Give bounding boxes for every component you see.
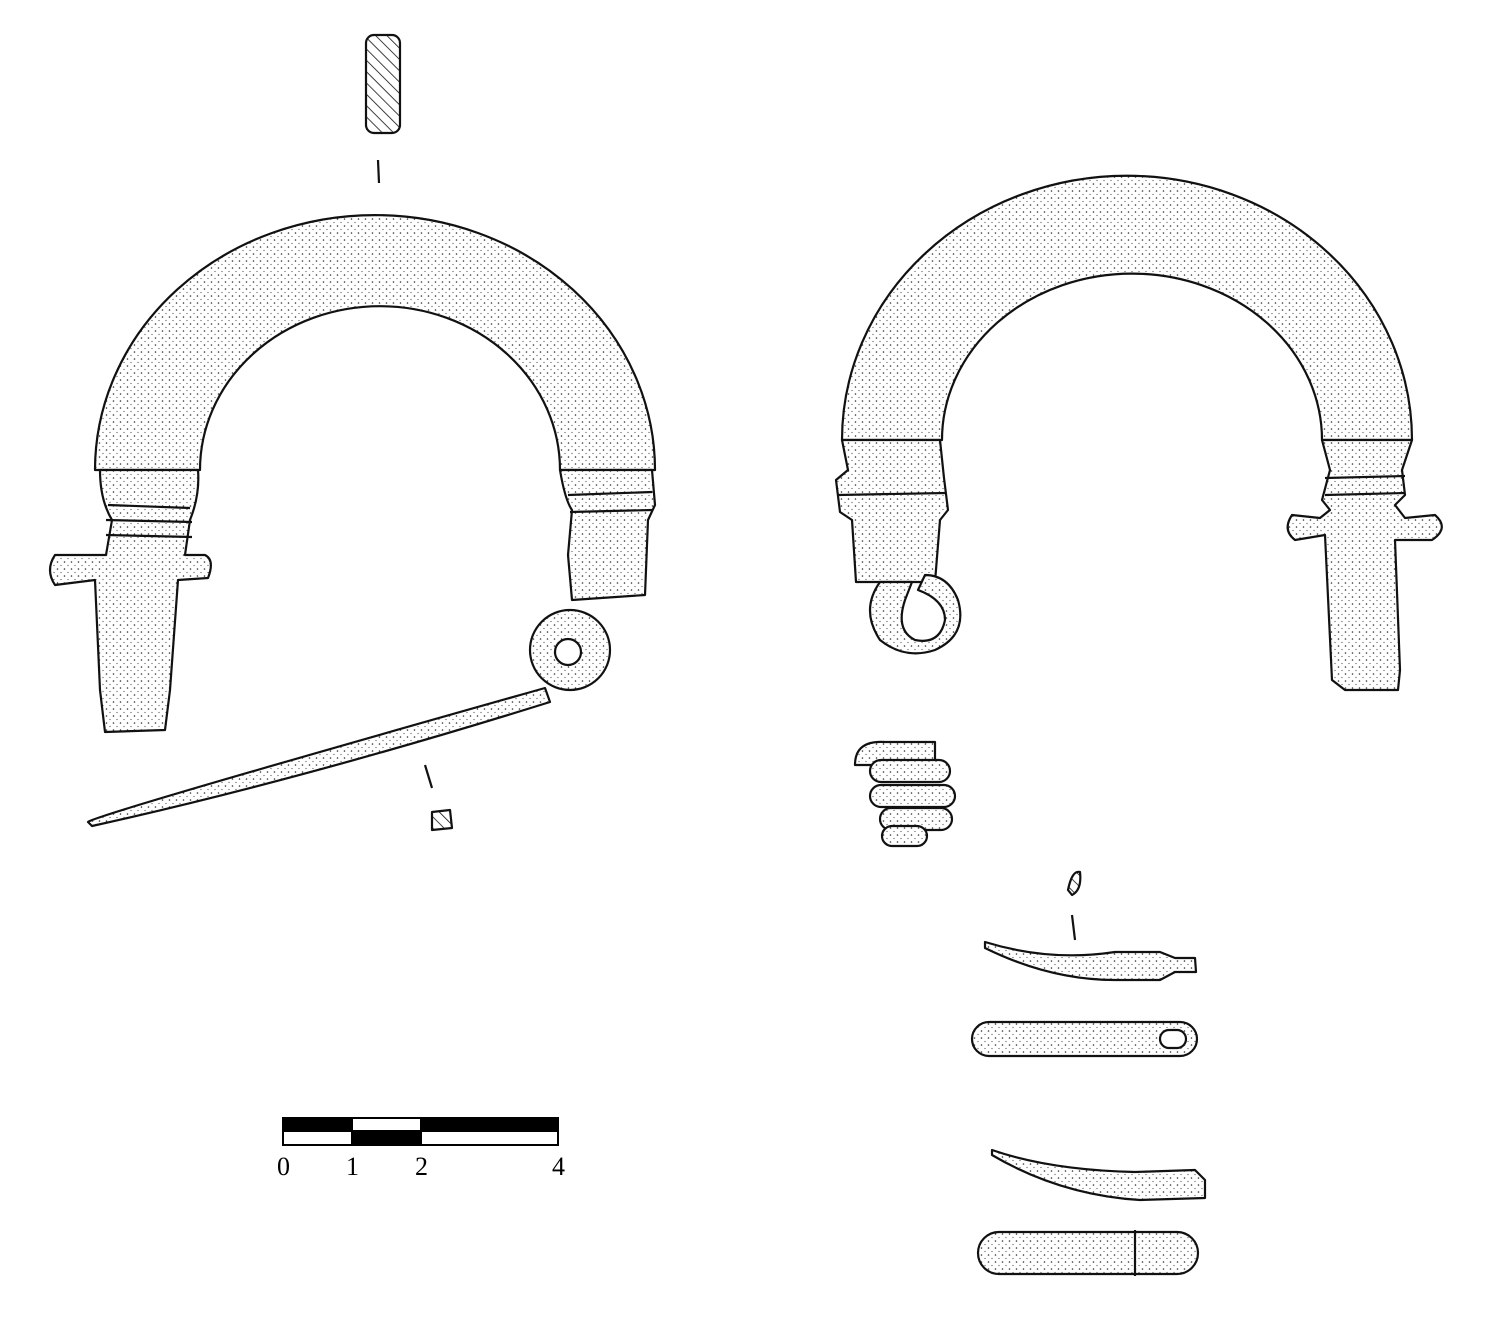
pin-fragment-top xyxy=(970,1020,1199,1058)
left-brooch xyxy=(48,33,657,832)
pin-fragment-side-2 xyxy=(990,1148,1207,1202)
brooch-hoop xyxy=(840,174,1414,442)
section-marker xyxy=(376,159,381,184)
right-brooch xyxy=(834,174,1443,1276)
pin-cross-section xyxy=(430,808,454,832)
hook-terminal xyxy=(869,573,962,655)
pin-fragment-cross-section xyxy=(1066,870,1082,897)
scale-label: 1 xyxy=(346,1152,359,1181)
scale-label: 2 xyxy=(415,1152,428,1181)
spring-coil xyxy=(853,740,957,848)
cross-section-hatched xyxy=(364,33,402,135)
section-marker xyxy=(423,764,434,789)
section-marker xyxy=(1070,914,1077,941)
brooch-hoop xyxy=(93,213,657,472)
scale-label: 0 xyxy=(277,1152,290,1181)
scale-bar xyxy=(282,1117,559,1146)
right-terminal xyxy=(1286,438,1443,692)
pin-fragment-side xyxy=(983,940,1198,982)
left-terminal xyxy=(834,438,950,584)
pin xyxy=(86,686,552,828)
right-terminal xyxy=(558,468,657,602)
left-terminal xyxy=(48,468,212,734)
scale-label: 4 xyxy=(552,1152,565,1181)
pin-fragment-top-2 xyxy=(976,1230,1200,1276)
